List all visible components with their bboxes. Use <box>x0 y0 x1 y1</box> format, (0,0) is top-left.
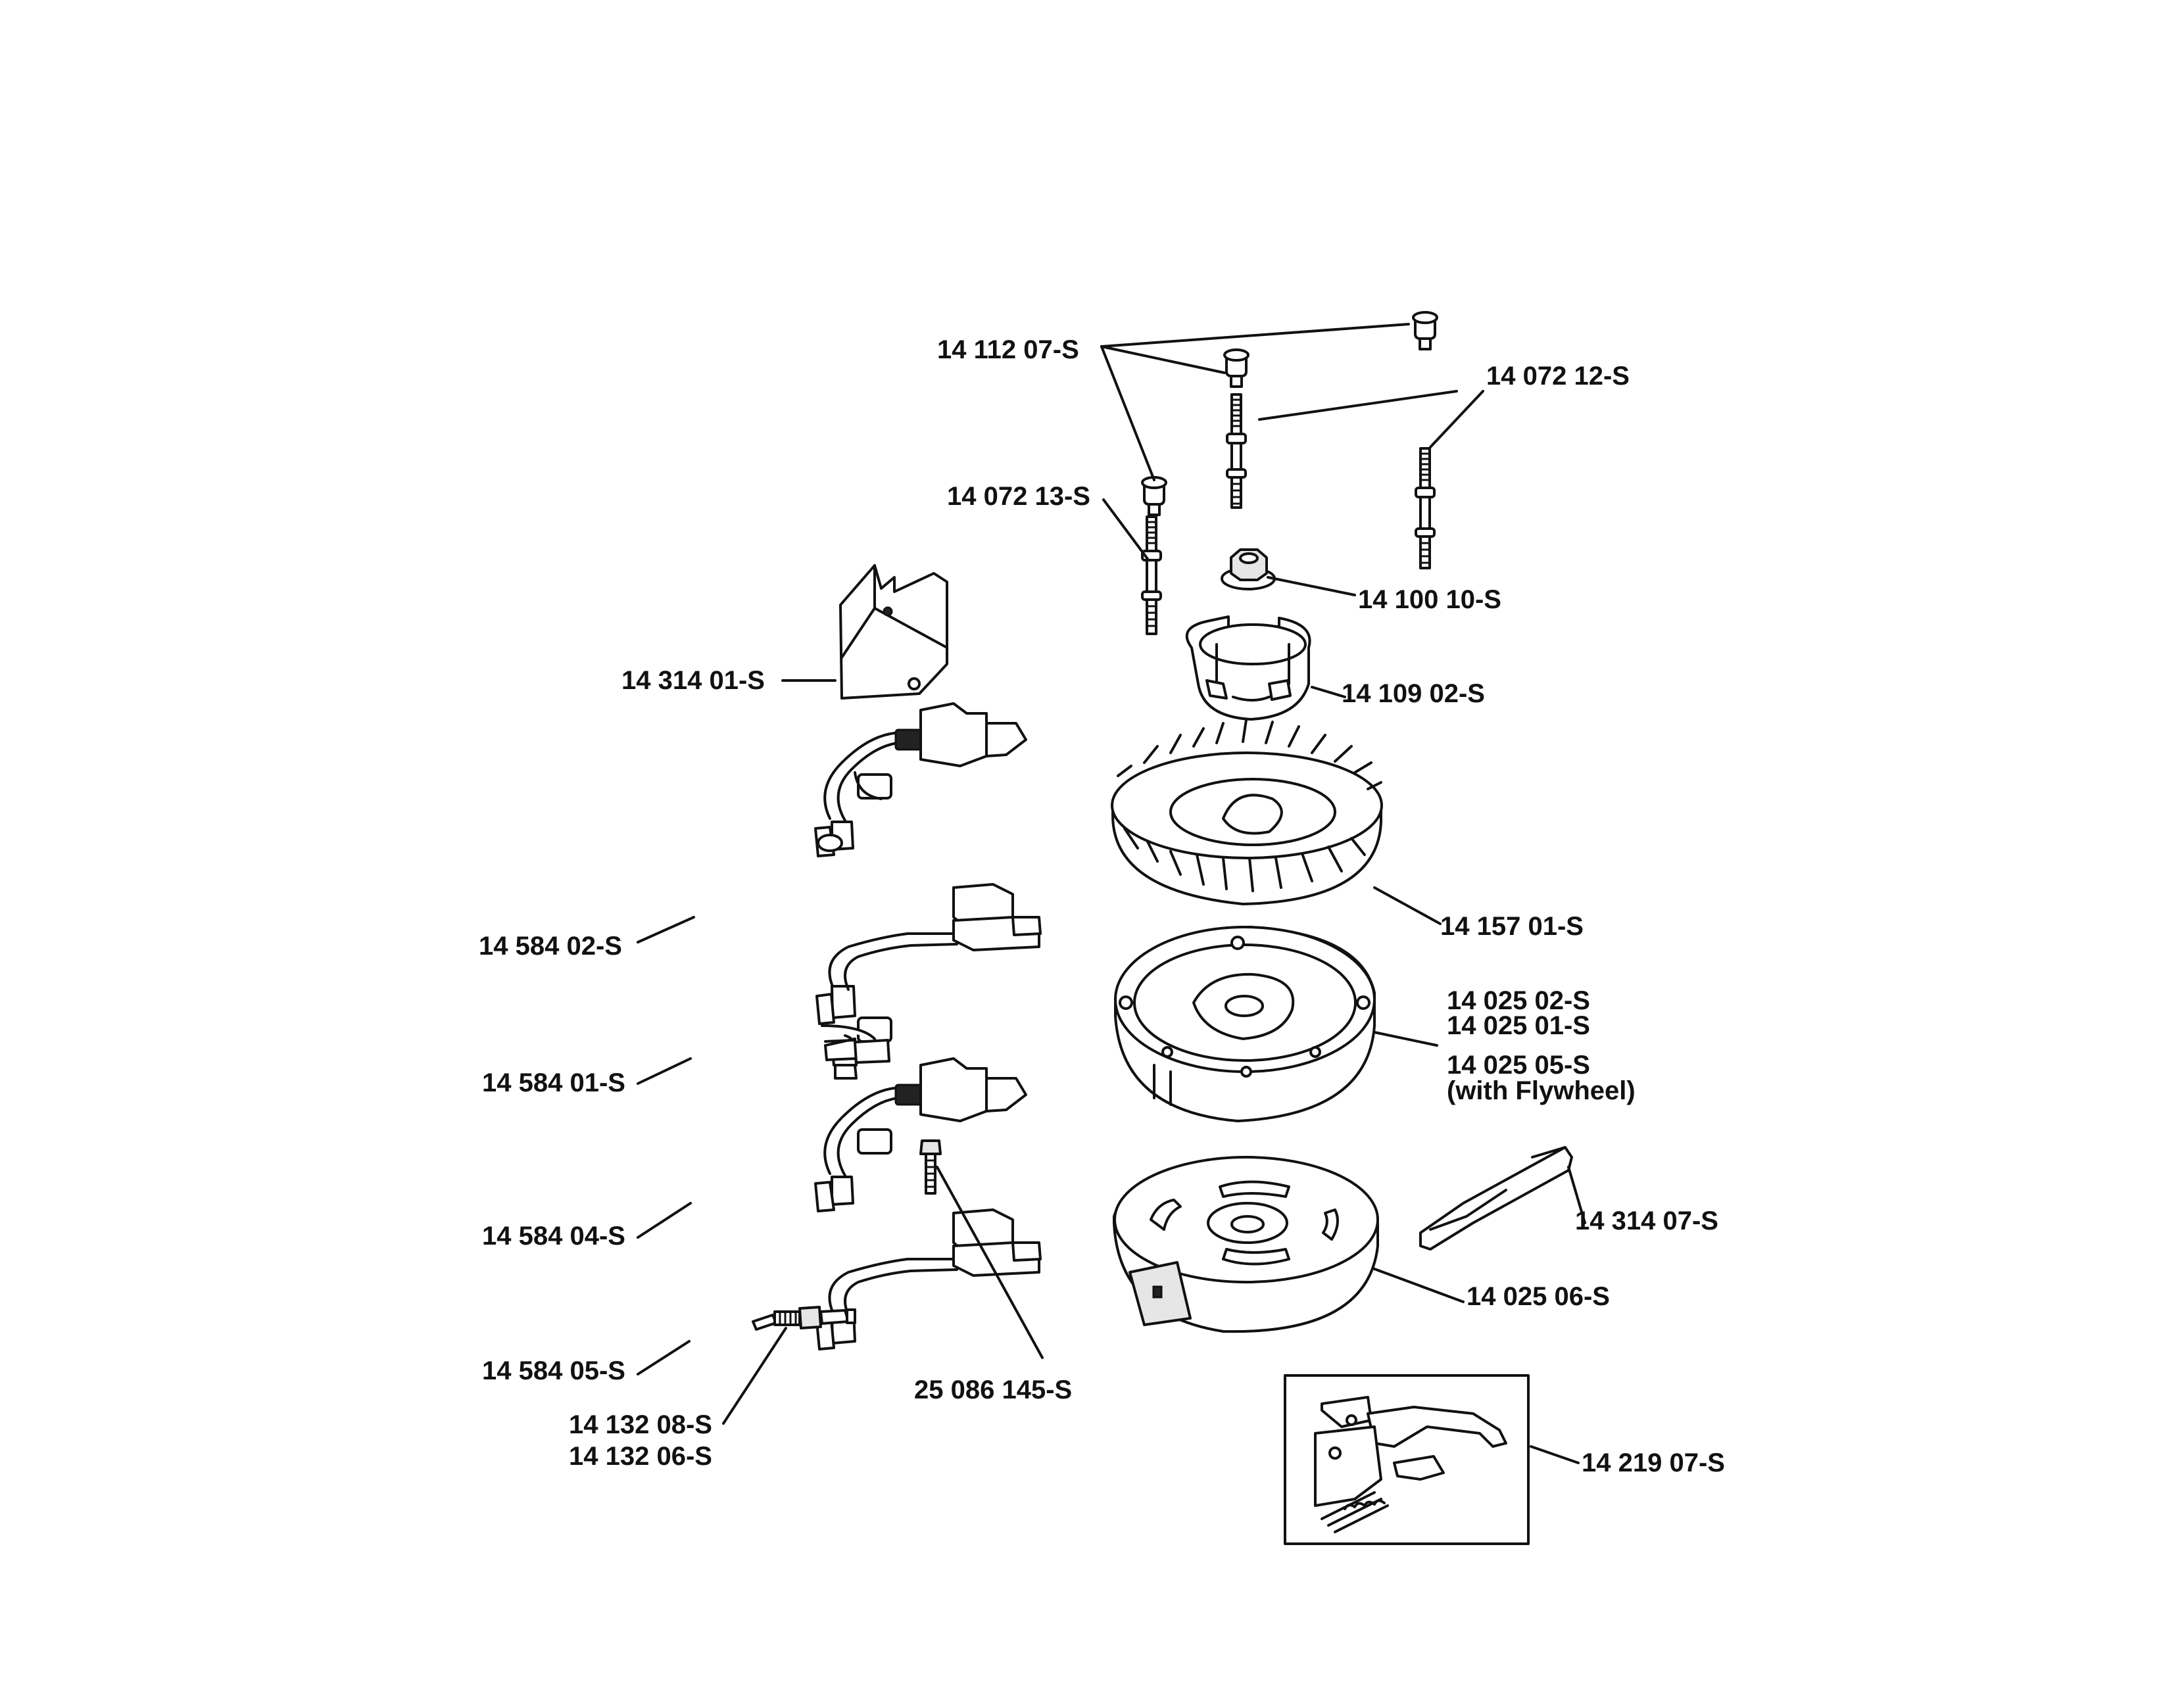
label-14-132-06-s: 14 132 06-S <box>569 1442 712 1471</box>
starter-cup <box>1185 615 1311 721</box>
label-14-072-12-s: 14 072 12-S <box>1486 362 1630 391</box>
flange-nut <box>1221 548 1276 590</box>
label-14-112-07-s: 14 112 07-S <box>937 335 1079 364</box>
label-14-157-01-s: 14 157 01-S <box>1440 912 1584 941</box>
spark-plug <box>752 1306 856 1331</box>
stud-right <box>1415 447 1436 569</box>
fan-wheel <box>1111 719 1383 905</box>
label-14-025-02-s: 14 025 02-S <box>1447 986 1590 1015</box>
cap-screw-left <box>1141 476 1167 516</box>
label-25-086-145-s: 25 086 145-S <box>914 1375 1072 1404</box>
ignition-coil-2 <box>815 883 1042 1080</box>
label-14-584-02-s: 14 584 02-S <box>479 932 622 961</box>
ignition-coil-4 <box>815 1208 1042 1350</box>
label-14-072-13-s: 14 072 13-S <box>947 482 1090 511</box>
label-14-025-05-s: 14 025 05-S <box>1447 1051 1590 1080</box>
stud-left <box>1141 515 1162 635</box>
leader-lines <box>637 323 1586 1464</box>
label-14-025-01-s: 14 025 01-S <box>1447 1011 1590 1040</box>
stud-center <box>1226 393 1247 509</box>
ignition-coil-1 <box>814 702 1027 857</box>
bracket-plate <box>839 564 948 700</box>
label-14-100-10-s: 14 100 10-S <box>1358 585 1501 614</box>
label-with-flywheel: (with Flywheel) <box>1447 1076 1636 1105</box>
cap-screw-middle <box>1223 348 1250 388</box>
bracket-strip <box>1419 1146 1573 1251</box>
label-14-132-08-s: 14 132 08-S <box>569 1410 712 1439</box>
flywheel-lower <box>1113 1156 1379 1333</box>
label-14-025-06-s: 14 025 06-S <box>1467 1282 1610 1311</box>
label-14-584-01-s: 14 584 01-S <box>482 1068 625 1097</box>
label-14-584-05-s: 14 584 05-S <box>482 1356 625 1385</box>
cap-screw-top-right <box>1412 311 1438 350</box>
screw <box>919 1139 942 1195</box>
flywheel <box>1114 926 1376 1122</box>
switch-assembly-box <box>1284 1374 1530 1545</box>
ignition-coil-3 <box>814 1057 1027 1212</box>
label-14-219-07-s: 14 219 07-S <box>1582 1448 1725 1477</box>
label-14-109-02-s: 14 109 02-S <box>1342 679 1485 708</box>
label-14-314-01-s: 14 314 01-S <box>621 666 765 695</box>
label-14-584-04-s: 14 584 04-S <box>482 1222 625 1251</box>
label-14-314-07-s: 14 314 07-S <box>1575 1206 1718 1235</box>
